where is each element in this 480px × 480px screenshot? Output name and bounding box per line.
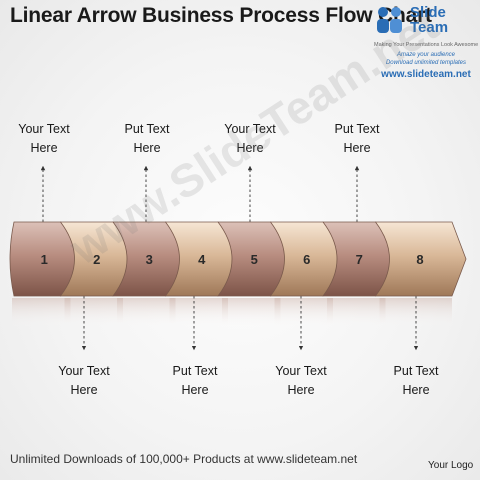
- brand-name-line1: Slide: [410, 4, 446, 21]
- top-label-2-line1: Put Text: [124, 122, 170, 136]
- top-label-3: Your Text Here: [210, 120, 290, 158]
- bottom-label-4-line2: Here: [402, 383, 430, 397]
- step-number-4: 4: [198, 252, 206, 267]
- footer-text: Unlimited Downloads of 100,000+ Products…: [10, 452, 358, 466]
- top-label-3-line2: Here: [236, 141, 264, 155]
- top-label-1: Your Text Here: [4, 120, 84, 158]
- segment-reflections: [12, 298, 452, 328]
- segment-row: 8 7 6 5 4 3 2 1: [9, 221, 467, 297]
- brand-url[interactable]: www.slideteam.net: [381, 69, 471, 80]
- bottom-label-2-line1: Put Text: [172, 364, 218, 378]
- step-number-6: 6: [303, 252, 310, 267]
- bottom-label-2: Put Text Here: [155, 362, 235, 400]
- brand-promo-1: Amaze your audience: [396, 52, 456, 58]
- dashed-connectors: [40, 165, 419, 351]
- top-label-1-line2: Here: [30, 141, 58, 155]
- top-label-1-line1: Your Text: [18, 122, 70, 136]
- top-label-2-line2: Here: [133, 141, 161, 155]
- brand-block: Slide Team Making Your Presentations Loo…: [374, 4, 478, 84]
- brand-name-line2: Team: [410, 19, 449, 36]
- bottom-label-1-line1: Your Text: [58, 364, 110, 378]
- bottom-label-3-line1: Your Text: [275, 364, 327, 378]
- segment-reflection-7: [327, 298, 386, 328]
- segment-reflection-2: [64, 298, 123, 328]
- top-label-4-line2: Here: [343, 141, 371, 155]
- step-number-3: 3: [146, 252, 153, 267]
- bottom-label-4-line1: Put Text: [393, 364, 439, 378]
- bottom-label-3: Your Text Here: [261, 362, 341, 400]
- step-number-1: 1: [41, 252, 48, 267]
- bottom-label-1: Your Text Here: [44, 362, 124, 400]
- brand-promo-2: Download unlimited templates: [385, 60, 467, 66]
- segment-reflection-5: [222, 298, 281, 328]
- bottom-label-3-line2: Here: [287, 383, 315, 397]
- bottom-label-2-line2: Here: [181, 383, 209, 397]
- segment-reflection-1: [12, 298, 71, 328]
- step-number-5: 5: [251, 252, 258, 267]
- flow-segment-1: [9, 221, 75, 297]
- bottom-label-4: Put Text Here: [376, 362, 456, 400]
- slideteam-logo-icon: [377, 7, 402, 33]
- segment-reflection-3: [117, 298, 176, 328]
- segment-reflection-4: [169, 298, 228, 328]
- top-label-4: Put Text Here: [317, 120, 397, 158]
- bottom-label-1-line2: Here: [70, 383, 98, 397]
- brand-tagline: Making Your Presentations Look Awesome: [374, 42, 479, 48]
- step-number-8: 8: [416, 252, 423, 267]
- top-label-4-line1: Put Text: [334, 122, 380, 136]
- step-number-7: 7: [356, 252, 363, 267]
- your-logo-placeholder: Your Logo: [428, 460, 474, 471]
- top-label-2: Put Text Here: [107, 120, 187, 158]
- page-title: Linear Arrow Business Process Flow Chart: [10, 4, 432, 27]
- top-label-3-line1: Your Text: [224, 122, 276, 136]
- segment-reflection-6: [274, 298, 333, 328]
- step-number-2: 2: [93, 252, 100, 267]
